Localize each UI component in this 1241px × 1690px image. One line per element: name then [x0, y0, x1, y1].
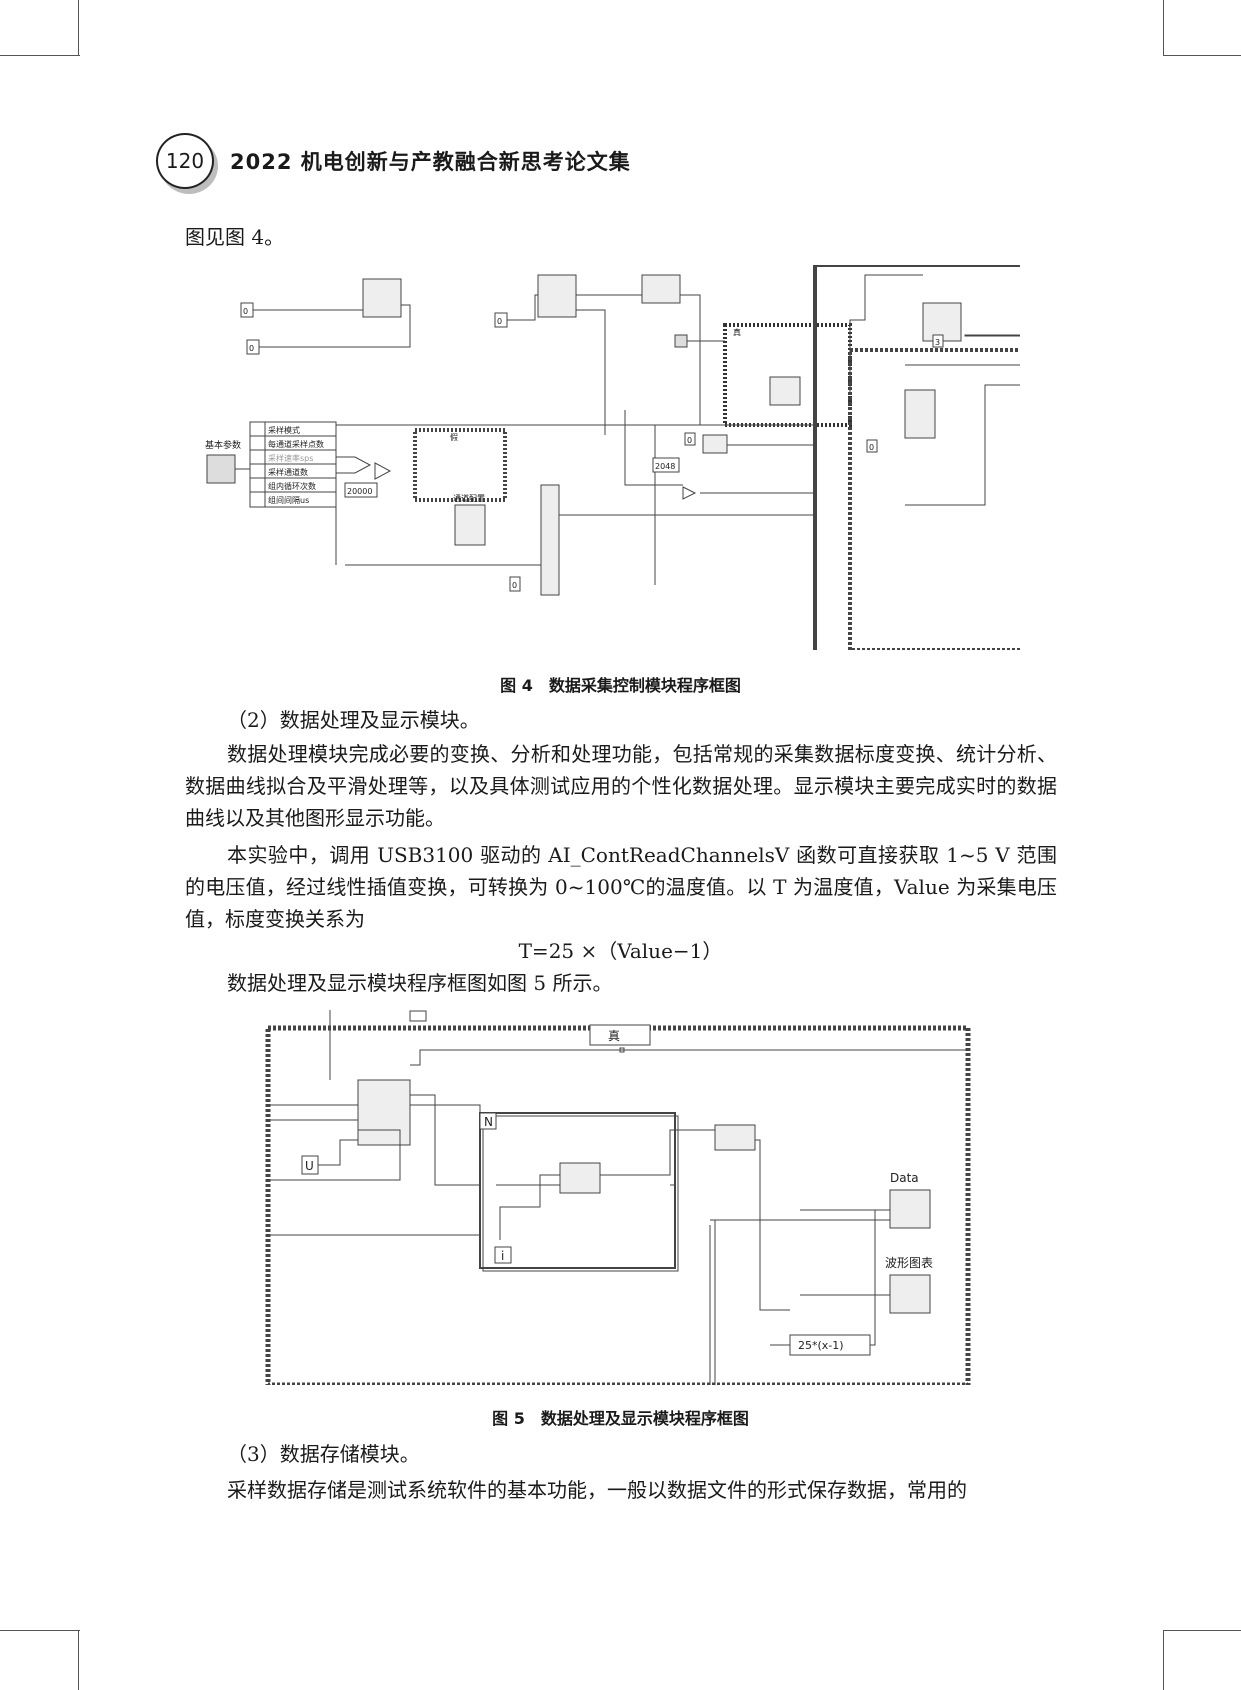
page-number: 120	[156, 133, 214, 189]
fig4-const: 0	[243, 307, 248, 316]
fig4-const: 0	[497, 317, 502, 326]
section-2-heading: （2）数据处理及显示模块。	[227, 708, 480, 732]
fig4-const: 2048	[655, 462, 675, 471]
fig5-chart-label: 波形图表	[885, 1256, 933, 1270]
page-number-text: 120	[165, 149, 205, 173]
fig4-const: 0	[249, 344, 254, 353]
crop-mark	[1163, 1630, 1164, 1690]
crop-mark	[0, 1630, 80, 1631]
section-2-paragraph-1: 数据处理模块完成必要的变换、分析和处理功能，包括常规的采集数据标度变换、统计分析…	[185, 742, 1057, 830]
crop-mark	[1163, 55, 1241, 56]
crop-mark	[0, 55, 80, 56]
fig5-loop-n: N	[484, 1115, 493, 1129]
fig4-cluster-title: 基本参数	[205, 439, 241, 451]
fig4-const: 0	[687, 436, 692, 445]
crop-mark	[78, 1630, 79, 1690]
fig4-case-false: 假	[450, 433, 458, 442]
fig5-loop-i: i	[501, 1249, 504, 1263]
fig5-case-true: 真	[608, 1029, 620, 1043]
fig5-const: U	[305, 1159, 314, 1173]
scaling-formula: T=25 ×（Value−1）	[518, 939, 723, 963]
section-2-paragraph-3: 数据处理及显示模块程序框图如图 5 所示。	[227, 971, 613, 995]
figure-5-diagram: 真 N i U Data 波形图表 25*(x-1)	[265, 1010, 971, 1385]
fig4-field: 采样通道数	[268, 467, 308, 477]
crop-mark	[1163, 1630, 1241, 1631]
crop-mark	[78, 0, 79, 55]
section-3-paragraph-1: 采样数据存储是测试系统软件的基本功能，一般以数据文件的形式保存数据，常用的	[227, 1478, 967, 1502]
fig4-field: 每通道采样点数	[268, 439, 324, 449]
fig4-const: 0	[869, 443, 874, 452]
fig4-const: 0	[512, 581, 517, 590]
figure-4-caption: 图 4 数据采集控制模块程序框图	[500, 676, 741, 695]
fig4-const: 20000	[347, 487, 372, 496]
fig4-field: 组内循环次数	[268, 481, 316, 491]
fig4-case-true: 真	[733, 327, 741, 337]
figure-5-caption: 图 5 数据处理及显示模块程序框图	[492, 1409, 749, 1428]
fig4-const: 3	[935, 338, 940, 347]
fig5-expression: 25*(x-1)	[798, 1339, 844, 1352]
fig5-data-label: Data	[890, 1171, 919, 1185]
crop-mark	[1163, 0, 1164, 55]
intro-line: 图见图 4。	[185, 225, 285, 249]
fig4-channel-config: 通道配置	[453, 493, 485, 503]
fig4-field: 组间间隔us	[268, 495, 309, 505]
fig4-field: 采样模式	[268, 425, 300, 435]
fig4-field: 采样速率sps	[268, 453, 313, 463]
running-title: 2022 机电创新与产教融合新思考论文集	[230, 150, 631, 174]
figure-4-diagram: 0 0 0 3 0 0 0 2048 20000 基本参数 采样模式 每通道采样…	[205, 265, 1020, 650]
section-3-heading: （3）数据存储模块。	[227, 1442, 420, 1466]
section-2-paragraph-2: 本实验中，调用 USB3100 驱动的 AI_ContReadChannelsV…	[185, 843, 1057, 931]
